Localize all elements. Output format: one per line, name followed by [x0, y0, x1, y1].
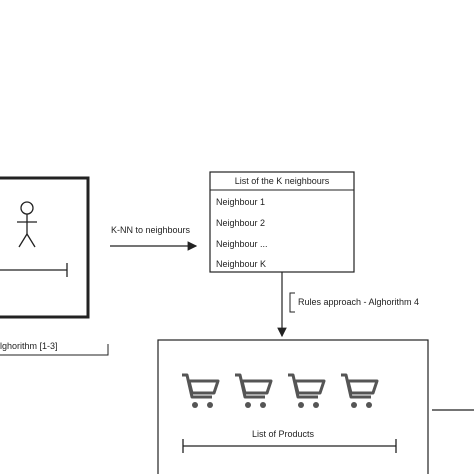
neighbour-item-1: Neighbour 1	[216, 197, 265, 207]
neighbours-list-title: List of the K neighbours	[235, 176, 330, 186]
shopping-cart-icon	[288, 373, 326, 408]
products-range-bar	[182, 439, 397, 453]
rules-arrow-bracket	[289, 292, 295, 313]
shopping-cart-icon	[341, 373, 379, 408]
user-actor-icon	[17, 201, 37, 248]
rules-arrow: Rules approach - Alghorithm 4	[277, 272, 419, 338]
neighbour-item-3: Neighbour ...	[216, 239, 268, 249]
user-range-bar	[0, 263, 68, 277]
neighbours-list-frame	[209, 171, 355, 273]
neighbours-list: List of the K neighbours Neighbour 1 Nei…	[209, 171, 355, 273]
shopping-cart-icon	[182, 373, 220, 408]
products-box: List of Products	[157, 339, 429, 474]
user-box-frame	[0, 176, 90, 319]
products-box-frame	[157, 339, 429, 474]
knn-arrow-label: K-NN to neighbours	[111, 225, 191, 235]
neighbour-item-2: Neighbour 2	[216, 218, 265, 228]
shopping-carts	[182, 373, 379, 408]
user-box	[0, 176, 90, 319]
user-label-bracket: lghorithm [1-3]	[0, 341, 109, 356]
knn-arrow: K-NN to neighbours	[110, 225, 198, 251]
user-box-label: lghorithm [1-3]	[0, 341, 58, 351]
products-label: List of Products	[252, 429, 315, 439]
rules-arrow-label: Rules approach - Alghorithm 4	[298, 297, 419, 307]
neighbour-item-4: Neighbour K	[216, 259, 266, 269]
shopping-cart-icon	[235, 373, 273, 408]
